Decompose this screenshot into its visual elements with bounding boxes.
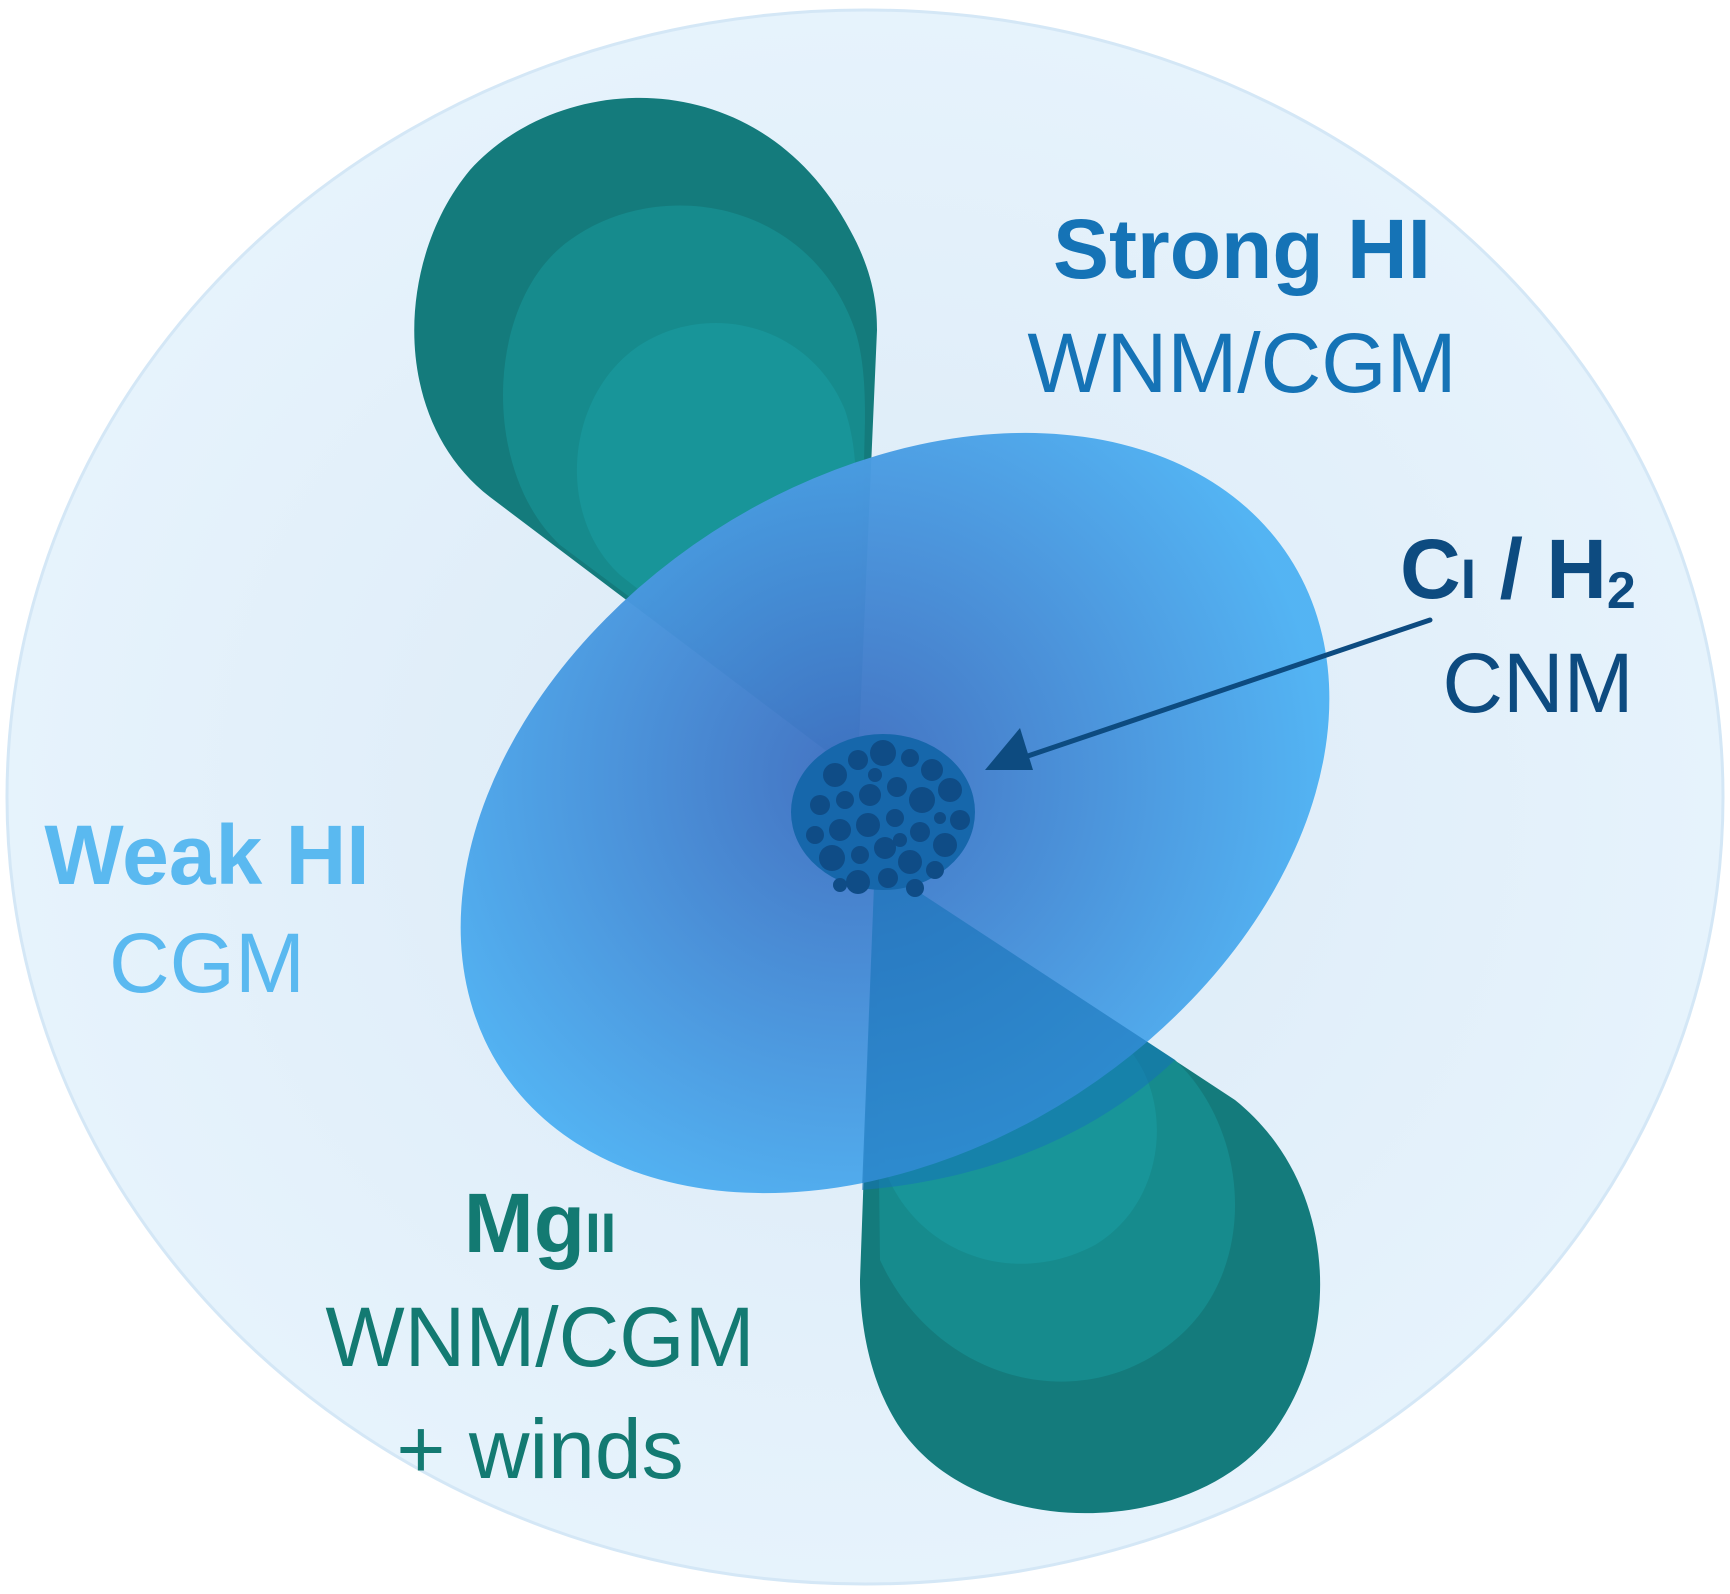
mgii-label: MgII WNM/CGM + winds (325, 1176, 754, 1496)
strong-hi-title: Strong HI (1053, 202, 1431, 296)
ci-h2-subtitle: CNM (1442, 636, 1633, 730)
strong-hi-subtitle: WNM/CGM (1027, 316, 1456, 410)
ci-h2-title-sep: / (1476, 522, 1546, 616)
weak-hi-title: Weak HI (44, 808, 369, 902)
weak-hi-subtitle: CGM (109, 916, 305, 1010)
ci-h2-label: CI / H2 CNM (1400, 522, 1636, 730)
ci-h2-title-c: C (1400, 522, 1461, 616)
mgii-title-mg: Mg (464, 1176, 585, 1270)
ci-h2-title-sub: 2 (1607, 562, 1636, 620)
ci-h2-title-h: H (1546, 522, 1607, 616)
core-clumps (806, 740, 970, 897)
mgii-line2: WNM/CGM (325, 1290, 754, 1384)
weak-hi-label: Weak HI CGM (44, 808, 369, 1010)
ci-h2-arrow (985, 617, 1433, 770)
mgii-title: MgII (464, 1176, 616, 1270)
mgii-line3: + winds (396, 1402, 683, 1496)
arrow-shaft (1007, 617, 1433, 765)
lower-cone-overlap (862, 860, 1175, 1190)
ci-h2-title: CI / H2 (1400, 522, 1636, 620)
ci-h2-title-roman: I (1461, 547, 1477, 610)
arrow-head (985, 728, 1033, 770)
cold-core (791, 734, 975, 897)
strong-hi-label: Strong HI WNM/CGM (1027, 202, 1456, 410)
mgii-title-roman: II (585, 1201, 616, 1264)
